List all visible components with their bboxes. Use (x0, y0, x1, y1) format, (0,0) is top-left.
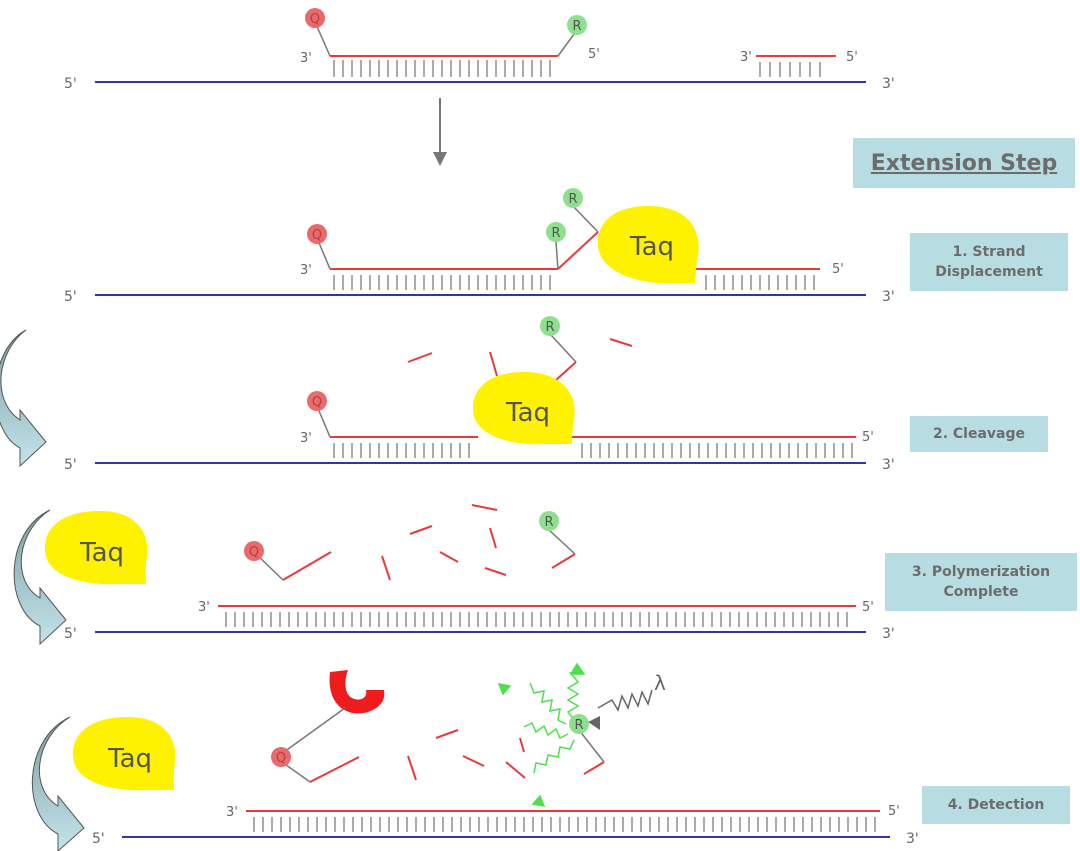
reporter-2 (563, 188, 583, 208)
lambda-label: λ (654, 671, 666, 695)
quencher (307, 224, 327, 244)
probe-3prime: 3' (300, 431, 312, 446)
quencher-label: Q (310, 12, 320, 27)
step-label-line: 3. Polymerization (911, 564, 1051, 580)
probe-strand: 3' 5' Q R (300, 8, 600, 77)
base-pair-ticks (705, 275, 815, 290)
template-3prime: 3' (882, 457, 895, 473)
template-3prime: 3' (882, 626, 895, 642)
probe-3prime: 3' (300, 51, 312, 66)
stage-3-polymerization: 5' 3' 3' 5' Q R Taq (44, 504, 895, 642)
quencher-label: Q (312, 228, 322, 243)
new-strand-5prime: 5' (862, 600, 874, 615)
taq-label: Taq (505, 398, 550, 428)
step-label-line: 1. Strand (952, 244, 1026, 260)
base-pair-ticks (333, 275, 551, 290)
step-label-line: Complete (943, 584, 1019, 600)
quencher (307, 391, 327, 411)
step-label-1: 1. Strand Displacement (910, 233, 1068, 291)
new-strand-5prime: 5' (832, 262, 844, 277)
template-5prime: 5' (64, 289, 77, 305)
taq-label: Taq (629, 232, 674, 262)
step-label-2: 2. Cleavage (910, 416, 1048, 452)
probe-5prime: 5' (588, 47, 600, 62)
cycle-arrow-2 (13, 509, 67, 646)
template-5prime: 5' (64, 626, 77, 642)
step-label-line: 2. Cleavage (932, 426, 1026, 442)
cycle-arrow-1 (0, 329, 47, 468)
new-strand-3prime: 3' (198, 600, 210, 615)
new-strand-5prime: 5' (862, 430, 874, 445)
stage-1-strand-displacement: 5' 3' 3' 5' Q R R Taq (64, 188, 895, 305)
stage-2-cleavage: 5' 3' 3' 5' Q R Taq (64, 316, 895, 473)
antibody-icon (329, 670, 385, 714)
template-3prime: 3' (882, 76, 895, 92)
reporter-label: R (545, 320, 554, 335)
template-5prime: 5' (64, 76, 77, 92)
stage-initial: 5' 3' 3' 5' Q R 3' 5' (64, 8, 895, 92)
taq-label: Taq (107, 744, 152, 774)
base-pair-ticks (225, 612, 848, 627)
primer-strand: 3' 5' (740, 50, 858, 77)
taq-enzyme: Taq (72, 717, 176, 791)
template-5prime: 5' (64, 457, 77, 473)
template-3prime: 3' (906, 831, 919, 847)
reporter (567, 15, 587, 35)
probe-3prime: 3' (300, 263, 312, 278)
reporter (569, 714, 589, 734)
step-label-line: 4. Detection (947, 797, 1045, 813)
reporter (546, 222, 566, 242)
base-pair-ticks (333, 60, 551, 77)
primer-5prime: 5' (846, 50, 858, 65)
reporter-label: R (544, 515, 553, 530)
step-label-4: 4. Detection (922, 786, 1070, 824)
reporter-2-label: R (568, 192, 577, 207)
reporter-label: R (572, 19, 581, 34)
quencher (305, 8, 325, 28)
reporter-label: R (574, 718, 583, 733)
reporter (539, 511, 559, 531)
new-strand-3prime: 3' (226, 805, 238, 820)
fragments (407, 729, 605, 781)
quencher-label: Q (312, 395, 322, 410)
page-title: Extension Step (853, 138, 1075, 188)
quencher (244, 541, 264, 561)
base-pair-ticks (759, 62, 821, 77)
fluorescence-emission (497, 662, 586, 807)
taq-enzyme: Taq (597, 206, 699, 284)
quencher-label: Q (249, 545, 259, 560)
taq-enzyme: Taq (472, 372, 575, 445)
taq-enzyme: Taq (44, 511, 148, 585)
template-3prime: 3' (882, 289, 895, 305)
template-5prime: 5' (92, 831, 105, 847)
fragments (381, 504, 576, 581)
primer-3prime: 3' (740, 50, 752, 65)
stage-4-detection: 5' 3' 3' 5' Q R (72, 662, 919, 847)
fragments (407, 338, 633, 381)
new-strand-5prime: 5' (888, 804, 900, 819)
quencher-label: Q (276, 751, 286, 766)
base-pair-ticks (253, 817, 876, 832)
step-label-3: 3. Polymerization Complete (885, 553, 1077, 611)
base-pair-ticks (333, 443, 470, 458)
taq-label: Taq (79, 538, 124, 568)
base-pair-ticks (581, 443, 853, 458)
down-arrow (433, 98, 447, 166)
quencher (271, 747, 291, 767)
excitation-light-icon: λ (588, 671, 666, 730)
cycle-arrow-3 (31, 716, 85, 851)
reporter-label: R (551, 226, 560, 241)
reporter (540, 316, 560, 336)
step-label-line: Displacement (935, 264, 1043, 280)
